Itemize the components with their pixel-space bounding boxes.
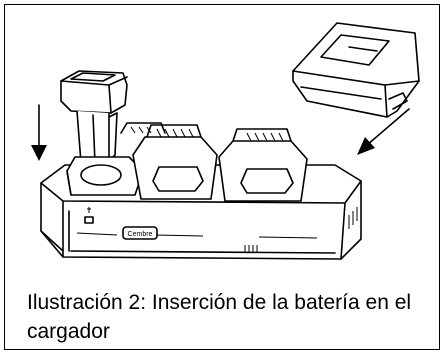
charging-bay-3: [218, 128, 308, 202]
loose-battery: [292, 22, 420, 118]
usb-port-icon: [84, 207, 94, 224]
brand-logo: Cembre: [122, 226, 158, 240]
figure-frame: Cembre Ilustración 2: Inserción de la ba…: [4, 4, 440, 350]
inserted-battery: [60, 70, 128, 166]
diagonal-arrow-icon: [357, 108, 410, 155]
rear-contacts: [120, 122, 166, 134]
charging-bay-1: [66, 156, 144, 196]
charger-illustration: Cembre: [31, 22, 420, 260]
logo-text: Cembre: [128, 231, 153, 238]
charging-bay-2: [132, 124, 218, 200]
down-arrow-icon: [31, 104, 47, 161]
figure-caption: Ilustración 2: Inserción de la batería e…: [27, 291, 412, 343]
